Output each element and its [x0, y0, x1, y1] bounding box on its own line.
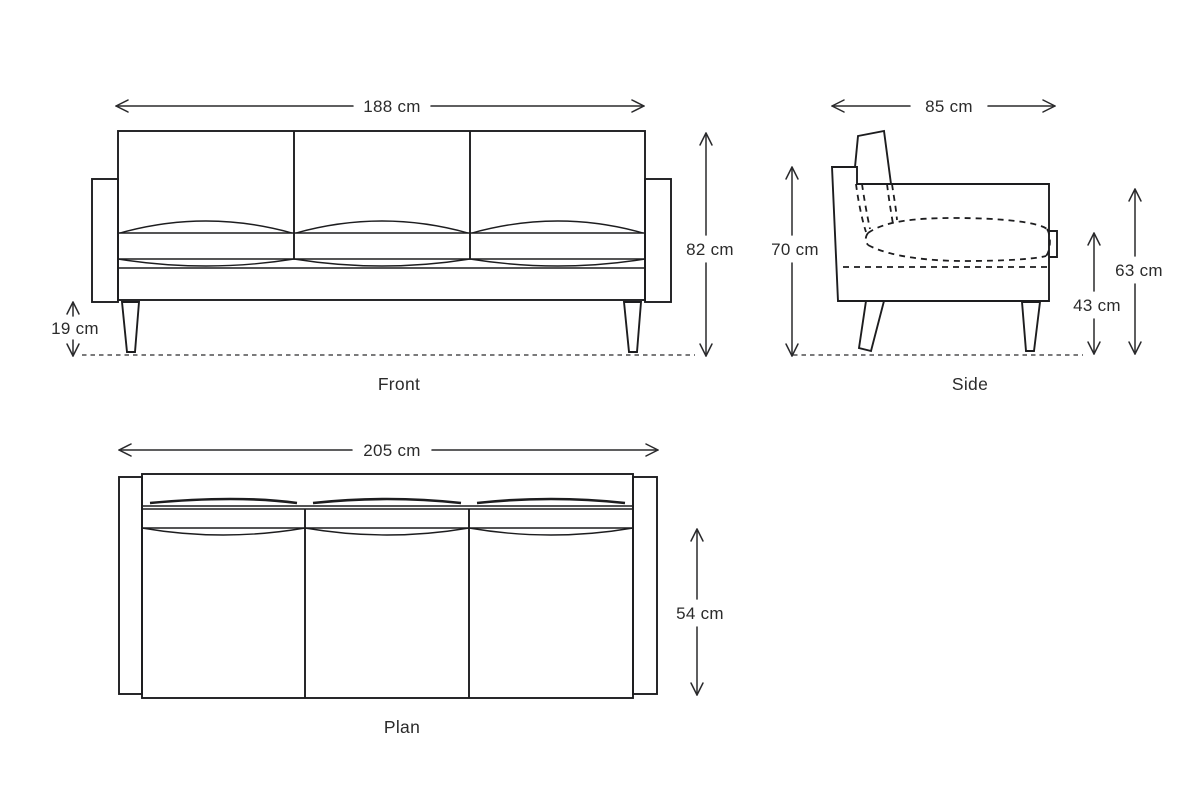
side-seat-cushion-top [867, 217, 1048, 234]
plan-back-cushion-arcs [149, 497, 626, 505]
plan-right-arm [632, 476, 658, 695]
plan-view: 205 cm 54 cm Plan [118, 441, 724, 737]
side-caption: Side [952, 374, 988, 394]
front-right-leg [622, 301, 643, 353]
side-back-cushion-hidden-edge [861, 183, 871, 230]
plan-width-label: 205 cm [363, 441, 421, 460]
side-total-height-dimension: 70 cm [771, 166, 819, 357]
plan-seat-dividers [304, 509, 470, 698]
front-leg-height-label: 19 cm [51, 319, 99, 338]
side-seat-height-dimension: 43 cm [1073, 232, 1121, 355]
side-depth-dimension: 85 cm [831, 97, 1056, 116]
plan-back-band-lines [142, 505, 633, 510]
front-right-arm [644, 178, 672, 303]
plan-width-dimension: 205 cm [118, 441, 659, 460]
side-depth-label: 85 cm [925, 97, 973, 116]
side-back-cushion-hidden-edge [891, 183, 898, 221]
side-front-leg [857, 300, 886, 353]
side-seat-cushion-left-cap [864, 232, 869, 246]
plan-seat-depth-label: 54 cm [676, 604, 724, 623]
front-height-dimension: 82 cm [686, 132, 734, 357]
side-arm-height-label: 63 cm [1115, 261, 1163, 280]
front-left-leg [120, 301, 141, 353]
side-back-cushion [854, 129, 892, 185]
front-width-dimension: 188 cm [115, 97, 645, 116]
front-left-arm [91, 178, 119, 303]
side-right-bracket [1049, 230, 1058, 258]
plan-caption: Plan [384, 717, 420, 737]
side-total-height-label: 70 cm [771, 240, 819, 259]
plan-sofa-body [141, 473, 634, 699]
side-seat-cushion-right-cap [1045, 228, 1051, 257]
side-back-leg [1020, 301, 1042, 352]
front-back-cushion-arcs [119, 220, 644, 234]
front-sofa-body [117, 130, 646, 301]
plan-seat-depth-dimension: 54 cm [676, 528, 724, 696]
front-view: 188 cm 82 cm 19 cm Front [51, 97, 734, 394]
front-caption: Front [378, 374, 420, 394]
side-arm-height-dimension: 63 cm [1115, 188, 1163, 355]
front-seat-sag-arcs [117, 258, 646, 267]
front-cushion-dividers [293, 131, 471, 259]
side-view: 85 cm 70 cm 63 cm 43 cm Side [771, 97, 1163, 394]
plan-left-arm [118, 476, 143, 695]
side-back-cushion-hidden-edge [886, 183, 894, 225]
front-width-label: 188 cm [363, 97, 421, 116]
side-seat-height-label: 43 cm [1073, 296, 1121, 315]
side-seat-cushion-bottom [867, 244, 1047, 262]
front-leg-height-dimension: 19 cm [51, 301, 99, 357]
front-height-label: 82 cm [686, 240, 734, 259]
side-back-cushion-hidden-edge [855, 183, 867, 233]
side-sofa-body [831, 166, 1050, 302]
plan-cushion-sag-arcs [141, 527, 634, 536]
